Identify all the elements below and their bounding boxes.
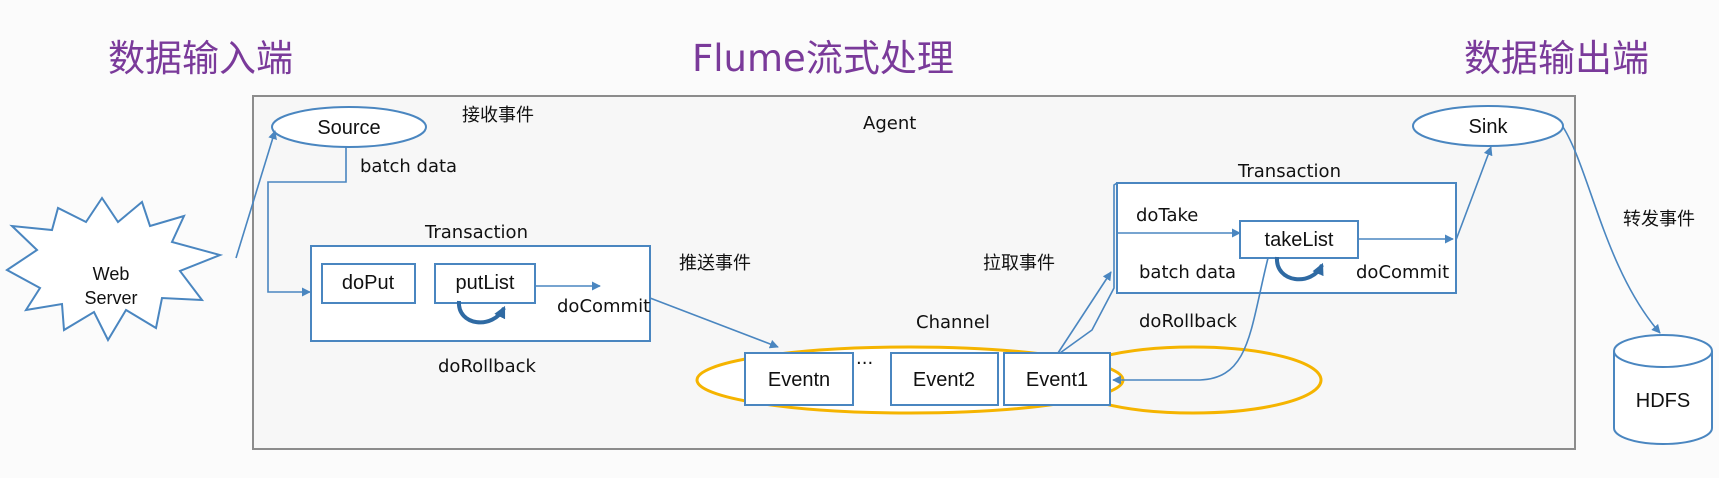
agent-label: Agent <box>863 113 917 134</box>
put-docommit-label: doCommit <box>557 296 651 317</box>
web-server-label-line1: Web <box>92 264 130 284</box>
event-n-label: Eventn <box>767 369 831 391</box>
webserver-to-source-arrow <box>235 130 277 259</box>
event-box-n <box>744 352 854 406</box>
doput-box <box>321 263 416 304</box>
channel-label: Channel <box>916 312 990 333</box>
dotake-label: doTake <box>1136 205 1199 226</box>
channel-ellipsis: ... <box>856 348 874 369</box>
putlist-box <box>434 263 536 304</box>
event1-to-dotake-arrow <box>1059 182 1118 354</box>
rollback-to-event1-arrow <box>1112 257 1269 385</box>
putlist-label: putList <box>455 272 515 294</box>
push-events-label: 推送事件 <box>679 253 751 274</box>
take-batch-data-label: batch data <box>1139 262 1237 283</box>
takelist-box <box>1239 220 1359 259</box>
heading-output-side: 数据输出端 <box>1464 37 1649 80</box>
take-docommit-label: doCommit <box>1356 262 1450 283</box>
source-batch-data-label: batch data <box>360 156 458 177</box>
event-1-label: Event1 <box>1025 369 1089 391</box>
hdfs-label: HDFS <box>1635 390 1691 412</box>
take-transaction-title: Transaction <box>1238 161 1341 182</box>
web-server-label-line2: Server <box>84 288 138 308</box>
source-node <box>271 106 427 148</box>
source-to-doput-arrow <box>267 147 347 297</box>
receive-events-label: 接收事件 <box>462 105 534 126</box>
doput-label: doPut <box>341 272 395 294</box>
sink-to-hdfs-arrow <box>1562 126 1661 334</box>
pull-events-arrow <box>1057 271 1112 354</box>
source-label: Source <box>317 117 381 139</box>
takelist-loop-icon <box>1274 256 1324 282</box>
takelist-label: takeList <box>1264 229 1334 251</box>
event-box-2 <box>890 352 999 406</box>
put-transaction-title: Transaction <box>425 222 528 243</box>
web-server-shape <box>5 196 224 343</box>
event-2-label: Event2 <box>912 369 976 391</box>
take-dorollback-label: doRollback <box>1139 311 1237 332</box>
sink-node <box>1412 105 1564 147</box>
commit-to-sink-arrow <box>1455 146 1493 241</box>
putlist-loop-icon <box>456 300 506 325</box>
event-box-1 <box>1003 352 1111 406</box>
pull-events-label: 拉取事件 <box>983 253 1055 274</box>
push-to-channel-arrow <box>649 297 779 349</box>
hdfs-cylinder <box>1613 334 1713 445</box>
heading-input-side: 数据输入端 <box>108 37 293 80</box>
put-dorollback-label: doRollback <box>438 356 536 377</box>
heading-processing: Flume流式处理 <box>692 37 954 80</box>
forward-events-label: 转发事件 <box>1623 209 1695 230</box>
sink-label: Sink <box>1468 116 1508 138</box>
